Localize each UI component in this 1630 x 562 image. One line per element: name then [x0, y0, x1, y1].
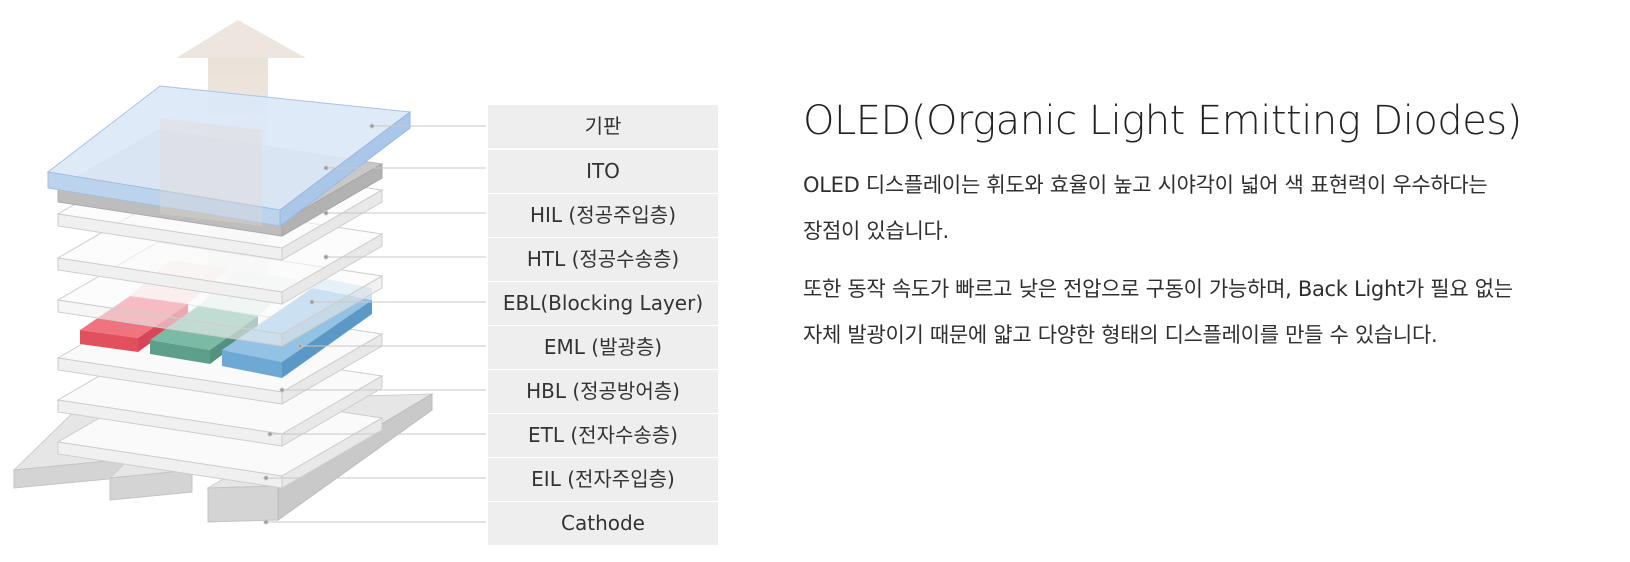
layer-label-eil: EIL (전자주입층)	[488, 458, 718, 501]
oled-layer-diagram: 기판 ITO HIL (정공주입층) HTL (정공수송층) EBL(Block…	[12, 20, 718, 545]
label-text: 기판	[585, 114, 622, 138]
layer-label-etl: ETL (전자수송층)	[488, 414, 718, 457]
label-text: ITO	[586, 159, 620, 183]
description-paragraph-2: 또한 동작 속도가 빠르고 낮은 전압으로 구동이 가능하며, Back Lig…	[803, 266, 1623, 358]
leader-lines	[263, 123, 486, 525]
layer-label-ebl: EBL(Blocking Layer)	[488, 282, 718, 325]
layer-labels: 기판 ITO HIL (정공주입층) HTL (정공수송층) EBL(Block…	[488, 105, 718, 545]
paragraph-line: 장점이 있습니다.	[803, 219, 949, 243]
layer-label-cathode: Cathode	[488, 502, 718, 545]
layer-label-eml: EML (발광층)	[488, 326, 718, 369]
label-text: HBL (정공방어층)	[526, 379, 680, 403]
layer-substrate	[46, 85, 412, 228]
paragraph-line: 자체 발광이기 때문에 얇고 다양한 형태의 디스플레이를 만들 수 있습니다.	[803, 323, 1438, 347]
layer-label-hil: HIL (정공주입층)	[488, 194, 718, 237]
layer-label-ito: ITO	[488, 150, 718, 193]
label-text: HIL (정공주입층)	[530, 203, 676, 227]
layer-label-htl: HTL (정공수송층)	[488, 238, 718, 281]
paragraph-line: 또한 동작 속도가 빠르고 낮은 전압으로 구동이 가능하며, Back Lig…	[803, 277, 1513, 301]
layer-label-substrate: 기판	[488, 105, 718, 148]
label-text: EML (발광층)	[544, 335, 662, 359]
label-text: HTL (정공수송층)	[527, 247, 679, 271]
paragraph-line: OLED 디스플레이는 휘도와 효율이 높고 시야각이 넓어 색 표현력이 우수…	[803, 173, 1488, 197]
label-text: Cathode	[561, 511, 645, 535]
label-text: EIL (전자주입층)	[531, 467, 675, 491]
description-paragraph-1: OLED 디스플레이는 휘도와 효율이 높고 시야각이 넓어 색 표현력이 우수…	[803, 162, 1623, 254]
label-text: ETL (전자수송층)	[528, 423, 678, 447]
page-title: OLED(Organic Light Emitting Diodes)	[803, 98, 1522, 144]
oled-description: OLED(Organic Light Emitting Diodes) OLED…	[803, 98, 1623, 370]
layer-label-hbl: HBL (정공방어층)	[488, 370, 718, 413]
label-text: EBL(Blocking Layer)	[503, 291, 703, 315]
